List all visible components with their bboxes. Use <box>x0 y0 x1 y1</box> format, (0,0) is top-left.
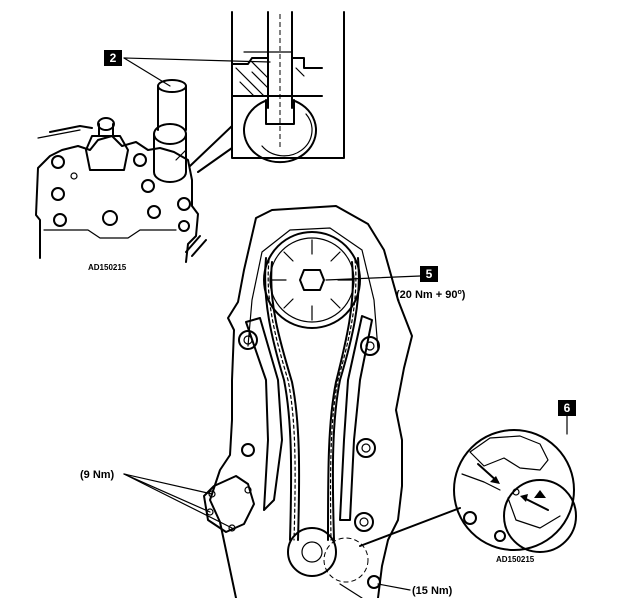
camshaft-sprocket <box>263 231 421 329</box>
chain-guide-left <box>245 317 283 511</box>
callout-6-label: 6 <box>564 401 571 415</box>
torque-sprocket-value: (20 Nm + 90 <box>396 289 457 301</box>
camshaft-locking-view: AD150215 <box>35 57 271 272</box>
crankshaft-sprocket <box>287 527 381 598</box>
timing-chain-housing <box>209 205 413 598</box>
callout-5: 5 <box>420 266 438 282</box>
callout-2-label: 2 <box>110 51 117 65</box>
tensioner-leader-1 <box>123 473 213 495</box>
guide-bolt-leader <box>377 583 411 591</box>
timing-chain <box>264 257 360 541</box>
tensioner-leader-3 <box>123 473 233 529</box>
chain-tensioner <box>203 475 255 533</box>
figure-code-inset: AD150215 <box>496 555 535 564</box>
callout-2: 2 <box>104 50 122 66</box>
torque-sprocket-close: ) <box>462 289 466 301</box>
torque-sprocket-degree: o <box>457 289 461 296</box>
torque-sprocket-label: (20 Nm + 90o) <box>396 289 466 301</box>
figure-code-main: AD150215 <box>88 263 127 272</box>
chain-guide-right <box>339 315 373 521</box>
callout-5-label: 5 <box>426 267 433 281</box>
torque-tensioner-label: (9 Nm) <box>80 469 115 481</box>
torque-guide-label: (15 Nm) <box>412 585 453 597</box>
camshaft-section-inset <box>231 11 345 164</box>
callout-6: 6 <box>558 400 576 416</box>
tensioner-leader-2 <box>123 473 211 513</box>
timing-mark-detail: AD150215 <box>359 429 577 564</box>
